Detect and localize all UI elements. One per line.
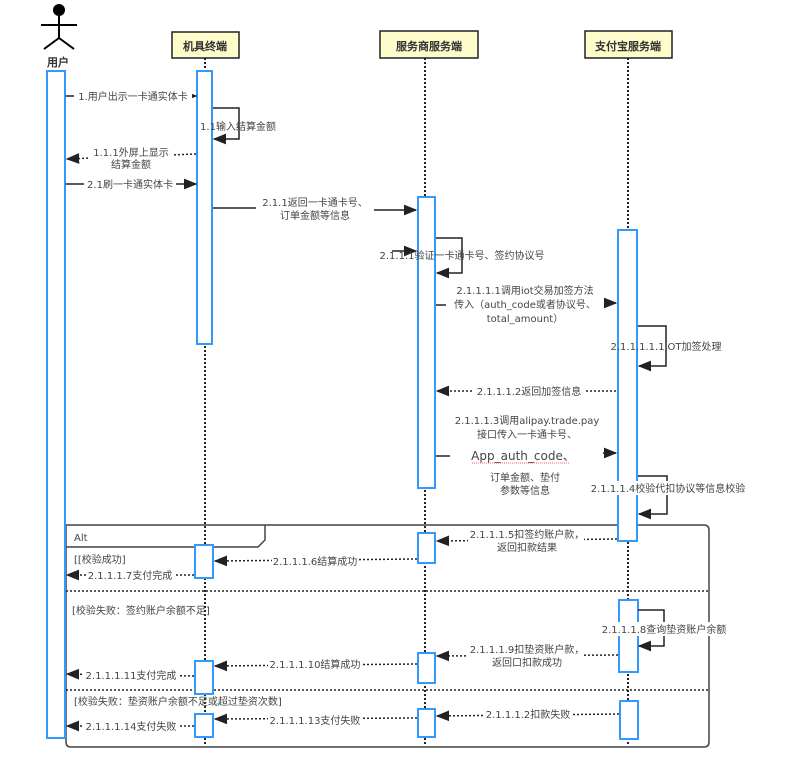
msg-1-1-label: 1.1输入结算金额 <box>200 120 276 133</box>
participant-alipay: 支付宝服务端 <box>584 30 673 59</box>
msg-2-1-1-1-3-label-a: 2.1.1.1.3调用alipay.trade.pay <box>455 415 600 427</box>
msg-1-1-1-label-a: 1.1.1外屏上显示 <box>93 147 168 159</box>
actor-label: 用户 <box>47 55 69 69</box>
activation-terminal-4 <box>194 713 214 738</box>
alt-guard-advance-insufficient: [校验失败：垫资账户余额不足或超过垫资次数] <box>74 695 282 708</box>
msg-2-1-1-1-arrow <box>435 237 463 279</box>
activation-user <box>46 70 66 739</box>
msg-2-1-1-1-8-label: 2.1.1.1.8查询垫资账户余额 <box>602 623 727 636</box>
msg-2-1-1-1-1-1-arrow <box>637 325 667 372</box>
msg-2-1-1-1-14-label: 2.1.1.1.14支付失败 <box>86 720 177 733</box>
alt-guard-signed-insufficient: [校验失败：签约账户余额不足] <box>72 604 210 617</box>
msg-2-1-1-1-12-label: 2.1.1.1.2扣款失败 <box>486 708 571 721</box>
msg-2-1-1-1-2-label: 2.1.1.1.2返回加签信息 <box>477 385 582 398</box>
msg-2-1-1-1-3-label-e: 参数等信息 <box>500 484 550 497</box>
participant-terminal-label: 机具终端 <box>183 39 227 53</box>
msg-2-1-1-1-3-label-b: 接口传入一卡通卡号、 <box>477 428 577 441</box>
msg-2-1-1-1-1-1-label: 2.1.1.1.1.1IOT加签处理 <box>611 340 722 353</box>
alt-operator: Alt <box>74 533 88 544</box>
activation-merchant-1 <box>417 196 436 489</box>
msg-2-1-1-1-7-label: 2.1.1.1.7支付完成 <box>88 569 173 582</box>
activation-terminal-1 <box>196 70 213 345</box>
message-labels: 1.用户出示一卡通实体卡 1.1输入结算金额 1.1.1外屏上显示 结算金额 2… <box>74 89 754 733</box>
activation-terminal-3 <box>194 660 214 695</box>
msg-2-1-1-1-9-label-b: 返回口扣款成功 <box>492 656 562 669</box>
participant-merchant: 服务商服务端 <box>379 30 479 59</box>
actor-user: 用户 <box>41 4 77 69</box>
msg-2-1-1-1-6-label: 2.1.1.1.6结算成功 <box>273 555 358 568</box>
msg-2-1-1-label-b: 订单金额等信息 <box>280 209 350 222</box>
activation-terminal-2 <box>194 544 214 579</box>
activation-merchant-2 <box>417 532 436 564</box>
msg-2-1-1-1-5-label-a: 2.1.1.1.5扣签约账户款， <box>470 528 585 541</box>
msg-2-1-1-1-10-label: 2.1.1.1.10结算成功 <box>270 658 361 671</box>
msg-1-label: 1.用户出示一卡通实体卡 <box>78 90 188 103</box>
msg-2-1-1-1-11-label: 2.1.1.1.11支付完成 <box>86 669 177 682</box>
msg-1-1-1-label-b: 结算金额 <box>111 158 151 171</box>
participant-terminal: 机具终端 <box>171 31 240 59</box>
lifelines <box>204 58 629 745</box>
msg-2-1-1-1-5-label-b: 返回扣款结果 <box>497 541 557 554</box>
msg-2-1-1-1-13-label: 2.1.1.1.13支付失败 <box>270 714 361 727</box>
activations <box>46 70 639 740</box>
msg-2-1-label: 2.1刷一卡通实体卡 <box>87 178 173 191</box>
activation-merchant-4 <box>417 708 436 738</box>
msg-2-1-1-1-1-label-a: 2.1.1.1.1调用iot交易加签方法 <box>456 284 593 297</box>
msg-2-1-1-1-9-label-a: 2.1.1.1.9扣垫资账户款， <box>470 643 585 656</box>
participant-alipay-label: 支付宝服务端 <box>594 39 661 53</box>
msg-2-1-1-1-4-label: 2.1.1.1.4校验代扣协议等信息校验 <box>591 482 746 495</box>
activation-alipay-1 <box>617 229 638 542</box>
participant-merchant-label: 服务商服务端 <box>396 39 462 53</box>
msg-2-1-1-label-a: 2.1.1返回一卡通卡号、 <box>262 196 367 209</box>
msg-2-1-1-1-3-label-c: App_auth_code、 <box>471 449 575 463</box>
activation-alipay-3 <box>619 700 639 740</box>
msg-1-1-arrow <box>212 107 240 145</box>
msg-2-1-1-1-3-label-d: 订单金额、垫付 <box>490 471 560 484</box>
activation-merchant-3 <box>417 652 436 684</box>
alt-guard-success: [[校验成功] <box>74 553 126 566</box>
msg-2-1-1-1-1-label-c: total_amount） <box>487 313 563 325</box>
alt-fragment: Alt [[校验成功] [校验失败：签约账户余额不足] [校验失败：垫资账户余额… <box>65 524 710 748</box>
actor-head-icon <box>53 4 65 16</box>
msg-2-1-1-1-1-label-b: 传入（auth_code或者协议号、 <box>454 298 596 311</box>
msg-2-1-1-1-label: 2.1.1.1验证一卡通卡号、签约协议号 <box>380 249 545 262</box>
